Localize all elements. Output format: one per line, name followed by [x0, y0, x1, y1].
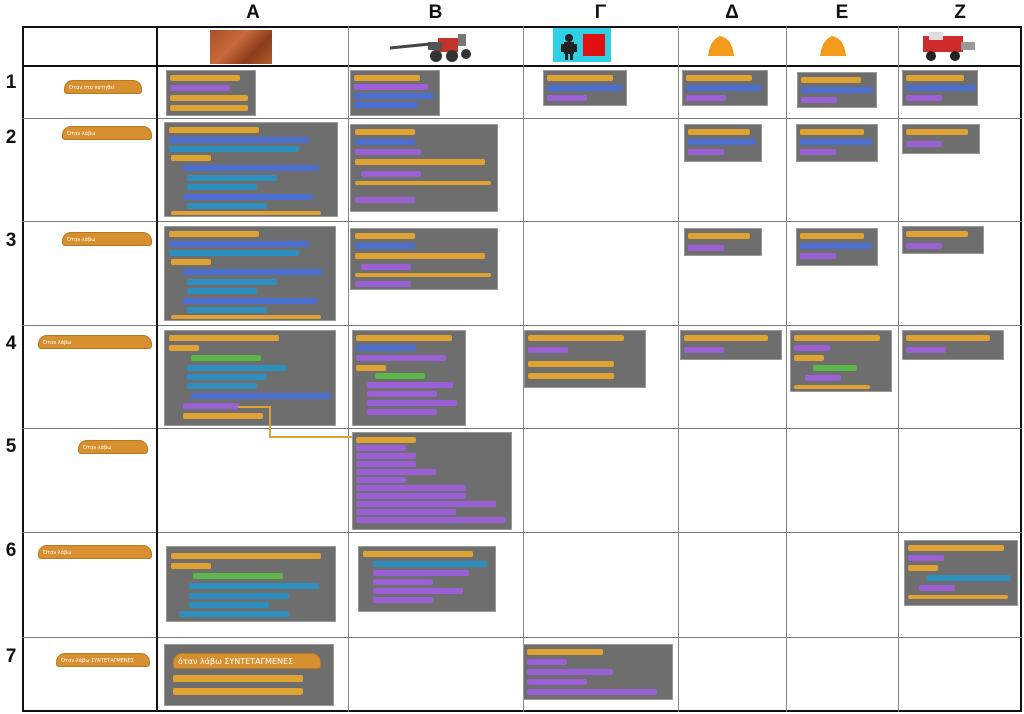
script-e4 — [790, 330, 892, 392]
col-divider — [898, 26, 899, 712]
row-divider — [22, 637, 1022, 638]
script-f1 — [902, 70, 978, 106]
event-hat-receive: Όταν λάβω — [38, 545, 152, 559]
event-hat-receive: Όταν λάβω — [38, 335, 152, 349]
script-f2 — [902, 124, 980, 154]
row-header-3: 3 — [5, 230, 17, 251]
script-d4 — [680, 330, 782, 360]
sprite-thumbnail-harvester — [923, 32, 975, 61]
event-hat-receive: Όταν λάβω — [62, 232, 152, 246]
col-header-b: Β — [428, 2, 443, 23]
col-divider — [348, 26, 349, 712]
script-b6 — [358, 546, 496, 612]
sprite-thumbnail-astronaut-box — [553, 28, 611, 62]
event-column-divider — [156, 26, 158, 712]
col-header-c: Γ — [594, 2, 607, 23]
script-f4 — [902, 330, 1004, 360]
header-divider — [22, 65, 1022, 67]
col-divider — [786, 26, 787, 712]
row-divider — [22, 221, 1022, 222]
script-a7: όταν λάβω ΣΥΝΤΕΤΑΓΜΕΝΕΣ — [164, 644, 334, 706]
sprite-thumbnail-mars-ground — [210, 30, 272, 64]
script-b3 — [350, 228, 498, 290]
script-d3 — [684, 228, 762, 256]
script-e1 — [797, 72, 877, 108]
row-divider — [22, 118, 1022, 119]
col-header-a: Α — [246, 2, 260, 23]
col-divider — [523, 26, 524, 712]
sprite-thumbnail-rover — [389, 34, 471, 62]
script-c4 — [524, 330, 646, 388]
row-header-2: 2 — [5, 127, 17, 148]
col-header-d: Δ — [725, 2, 739, 23]
script-f3 — [902, 226, 984, 254]
col-header-f: Ζ — [954, 2, 966, 23]
script-b4 — [352, 330, 466, 426]
script-b5 — [352, 432, 512, 530]
script-b1 — [350, 70, 440, 116]
row-header-1: 1 — [5, 72, 17, 93]
event-hat-receive: Όταν λάβω — [78, 440, 148, 454]
script-e2 — [796, 124, 878, 162]
script-e3 — [796, 228, 878, 266]
sprite-thumbnail-orange-pile-d — [708, 36, 734, 56]
script-b2 — [350, 124, 498, 212]
sprite-thumbnail-orange-pile-e — [820, 36, 846, 56]
script-d2 — [684, 124, 762, 162]
script-a4 — [164, 330, 336, 426]
row-divider — [22, 325, 1022, 326]
receive-coordinates-hat: όταν λάβω ΣΥΝΤΕΤΑΓΜΕΝΕΣ — [173, 653, 321, 669]
col-header-e: Ε — [835, 2, 849, 23]
connector-arrow — [238, 406, 358, 441]
script-a1 — [166, 70, 256, 116]
script-d1 — [682, 70, 768, 106]
row-header-4: 4 — [5, 333, 17, 354]
event-hat-receive: Όταν λάβω — [62, 126, 152, 140]
row-divider — [22, 428, 1022, 429]
row-divider — [22, 532, 1022, 533]
table-frame — [22, 26, 1022, 712]
row-header-6: 6 — [5, 540, 17, 561]
row-header-5: 5 — [5, 436, 17, 457]
row-header-7: 7 — [5, 646, 17, 667]
event-hat-receive-coordinates: Όταν λάβω ΣΥΝΤΕΤΑΓΜΕΝΕΣ — [56, 653, 150, 667]
script-c1 — [543, 70, 627, 106]
script-f6 — [904, 540, 1018, 606]
script-a3 — [164, 226, 336, 321]
event-hat-green-flag: Όταν στο πατηθεί — [64, 80, 142, 94]
script-c7 — [523, 644, 673, 700]
script-a6 — [166, 546, 336, 622]
col-divider — [678, 26, 679, 712]
script-a2 — [164, 122, 338, 217]
